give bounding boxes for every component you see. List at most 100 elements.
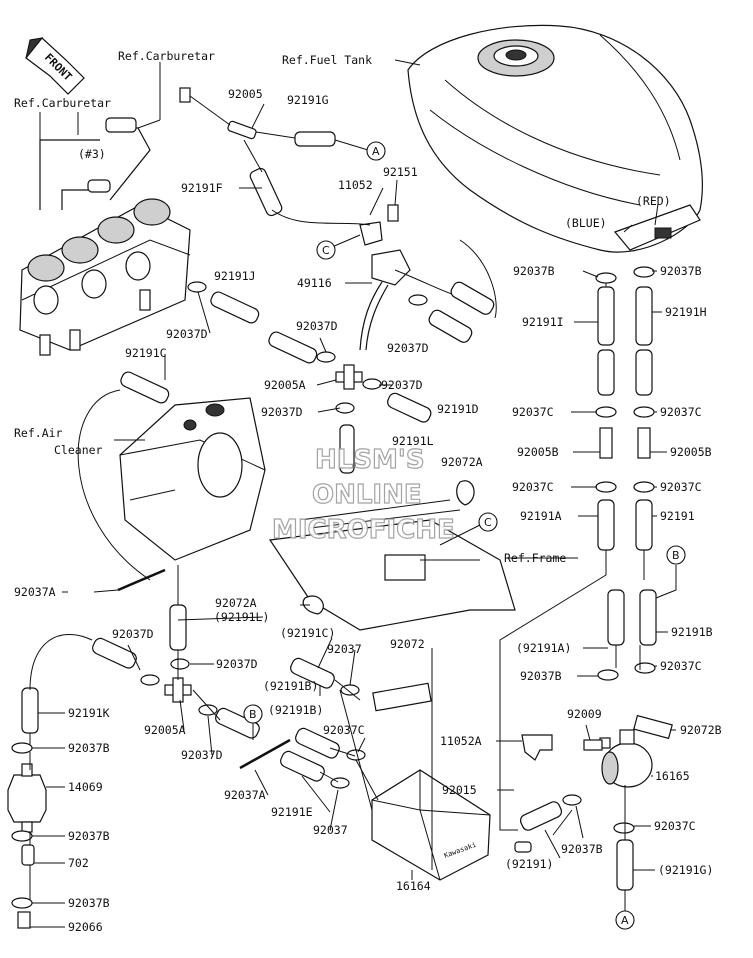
part-label: 92037C — [512, 480, 554, 494]
part-label: 92066 — [68, 920, 103, 934]
right-part-labels: 92037B 92037B 92191I 92191H 92037C 92037… — [440, 264, 722, 877]
part-label: 92037C — [660, 405, 702, 419]
part-label: 92037D — [261, 405, 303, 419]
part-label: 92037D — [166, 327, 208, 341]
part-label: 11052 — [338, 178, 373, 192]
part-label: 92072 — [390, 637, 425, 651]
part-label: 14069 — [68, 780, 103, 794]
part-label: 92191G — [287, 93, 329, 107]
part-label: 92037D — [216, 657, 258, 671]
part-label: (92191B) — [263, 679, 318, 693]
part-label: (92191C) — [280, 626, 335, 640]
part-label: 92037B — [513, 264, 555, 278]
svg-text:C: C — [484, 516, 492, 529]
part-label: 92037D — [112, 627, 154, 641]
part-label: 92037C — [660, 659, 702, 673]
part-label: (92191A) — [516, 641, 571, 655]
ref-air-cleaner-2: Cleaner — [54, 443, 103, 457]
hose-routing — [29, 95, 677, 915]
ref-fuel-tank: Ref.Fuel Tank — [282, 53, 372, 67]
svg-text:HLSM'S: HLSM'S — [315, 445, 425, 475]
part-label: 702 — [68, 856, 89, 870]
part-label: 92005 — [228, 87, 263, 101]
part-label: 92005B — [517, 445, 559, 459]
part-label: 92037A — [224, 788, 266, 802]
part-label: 92037C — [654, 819, 696, 833]
part-label: 92037B — [68, 741, 110, 755]
part-label: 92037B — [561, 842, 603, 856]
part-label: 92037D — [296, 319, 338, 333]
part-label: (92191B) — [268, 703, 323, 717]
callout-b-right: B — [666, 545, 686, 565]
ref-frame: Ref.Frame — [504, 551, 566, 565]
part-label: 92037B — [660, 264, 702, 278]
fuel-tank — [407, 24, 703, 253]
svg-text:A: A — [372, 145, 380, 158]
ref-air-cleaner-1: Ref.Air — [14, 426, 63, 440]
hose-color-blue: (BLUE) — [565, 216, 607, 230]
part-label: 92005A — [144, 723, 186, 737]
part-label: 92015 — [442, 783, 477, 797]
part-label: 92191A — [520, 509, 562, 523]
front-arrow-icon: FRONT — [25, 37, 85, 95]
part-label: 92037B — [520, 669, 562, 683]
part-label: 49116 — [297, 276, 332, 290]
part-label: 92191H — [665, 305, 707, 319]
part-label: 92072A — [441, 455, 483, 469]
part-label: 92037C — [660, 480, 702, 494]
callout-c-frame: C — [478, 512, 498, 532]
svg-text:MICROFICHE: MICROFICHE — [272, 515, 455, 545]
part-label: 92191L — [392, 434, 434, 448]
svg-text:ONLINE: ONLINE — [312, 480, 422, 510]
canister-16164: Kawasaki — [371, 769, 491, 881]
part-label: 92191E — [271, 805, 313, 819]
svg-text:B: B — [672, 549, 680, 562]
part-label: 92072B — [680, 723, 722, 737]
svg-text:B: B — [249, 708, 257, 721]
ref-carburetor-top: Ref.Carburetar — [118, 49, 215, 63]
part-label: 92072A — [215, 596, 257, 610]
part-label: 92037D — [387, 341, 429, 355]
part-label: 92191F — [181, 181, 223, 195]
part-label: 92191D — [437, 402, 479, 416]
svg-text:C: C — [322, 244, 330, 257]
part-number-labels: 92005 92191G 92191F 11052 92151 92191J 4… — [14, 87, 483, 934]
part-label: 92037 — [327, 642, 362, 656]
part-label: 92037A — [14, 585, 56, 599]
part-label: 92037B — [68, 896, 110, 910]
fuel-pump-16165 — [599, 714, 673, 788]
part-label: 92037D — [381, 378, 423, 392]
hoses — [21, 131, 657, 891]
part-label: 92037 — [313, 823, 348, 837]
part-label: 92191C — [125, 346, 167, 360]
part-label: 92191 — [660, 509, 695, 523]
hose-color-red: (RED) — [636, 194, 671, 208]
reference-labels: Ref.Carburetar Ref.Carburetar (#3) Ref.F… — [14, 49, 671, 565]
part-label: (92191) — [505, 857, 553, 871]
callout-c-top: C — [316, 240, 336, 260]
part-label: 16164 — [396, 879, 431, 893]
part-label: (92191G) — [658, 863, 713, 877]
svg-text:A: A — [621, 914, 629, 927]
callout-b-left: B — [243, 704, 263, 724]
part-label: 92151 — [383, 165, 418, 179]
part-label: 92005B — [670, 445, 712, 459]
part-label: 92037C — [323, 723, 365, 737]
cylinder-3-label: (#3) — [78, 147, 106, 161]
part-label: 92037B — [68, 829, 110, 843]
part-label: 92191J — [214, 269, 256, 283]
leader-lines — [30, 59, 676, 928]
part-label: 92191K — [68, 706, 110, 720]
callout-a-bottom: A — [615, 910, 635, 930]
part-label: 92037D — [181, 748, 223, 762]
part-label: 16165 — [655, 769, 690, 783]
part-label: (92191L) — [214, 610, 269, 624]
ref-carburetor-left: Ref.Carburetar — [14, 96, 111, 110]
callout-a-top: A — [366, 141, 386, 161]
part-label: 92005A — [264, 378, 306, 392]
air-cleaner-housing — [119, 397, 266, 561]
part-label: 92037C — [512, 405, 554, 419]
fittings — [11, 87, 656, 929]
part-label: 92191I — [522, 315, 564, 329]
fuel-filter-14069 — [7, 763, 47, 833]
